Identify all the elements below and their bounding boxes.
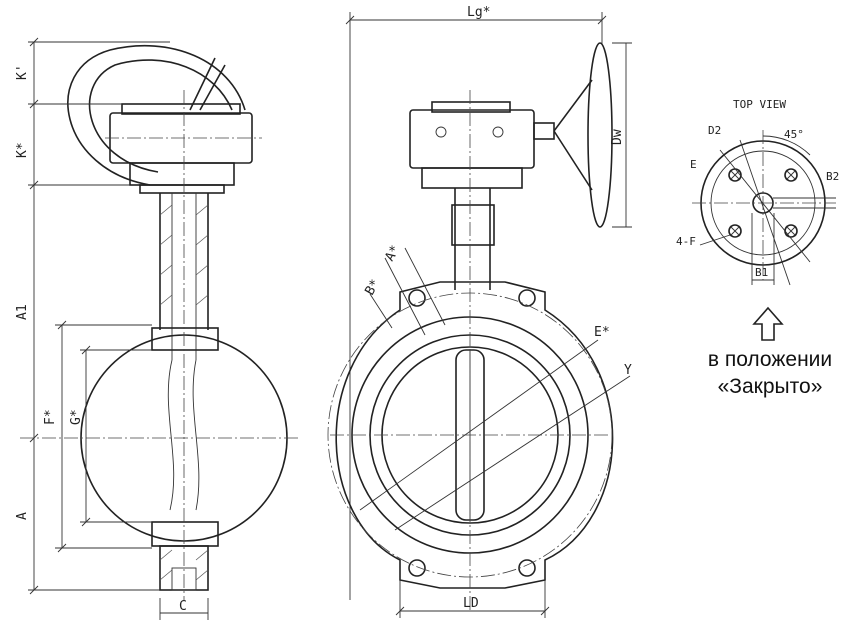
side-view: K' K* A1 A F* G* C xyxy=(15,37,300,620)
label-angle: 45° xyxy=(784,128,804,141)
label-a-star: A* xyxy=(382,243,403,264)
front-view: Lg* Dw xyxy=(327,5,632,618)
top-view: TOP VIEW D2 45° E B2 4-F B1 xyxy=(676,98,839,286)
position-caption: в положении «Закрыто» xyxy=(690,346,850,400)
label-g: G* xyxy=(69,409,84,425)
label-a: A xyxy=(15,512,30,520)
label-e: E xyxy=(690,158,697,171)
label-top-view: TOP VIEW xyxy=(733,98,786,111)
label-f: F* xyxy=(43,409,58,425)
up-arrow-icon xyxy=(752,306,784,341)
caption-line-1: в положении xyxy=(707,348,833,371)
label-b1: B1 xyxy=(755,266,768,279)
label-e-star: E* xyxy=(594,325,610,340)
label-4f: 4-F xyxy=(676,235,696,248)
label-b2: B2 xyxy=(826,170,839,183)
label-b-star: B* xyxy=(362,277,383,298)
label-a1: A1 xyxy=(15,304,30,320)
label-y: Y xyxy=(624,363,632,378)
label-lg: Lg* xyxy=(467,5,490,20)
label-c: C xyxy=(179,599,187,614)
label-d2: D2 xyxy=(708,124,721,137)
label-dw: Dw xyxy=(610,129,625,145)
label-k-prime: K' xyxy=(15,64,30,80)
label-k: K* xyxy=(15,142,30,158)
caption-line-2: «Закрыто» xyxy=(717,375,823,398)
label-ld: LD xyxy=(463,596,479,611)
